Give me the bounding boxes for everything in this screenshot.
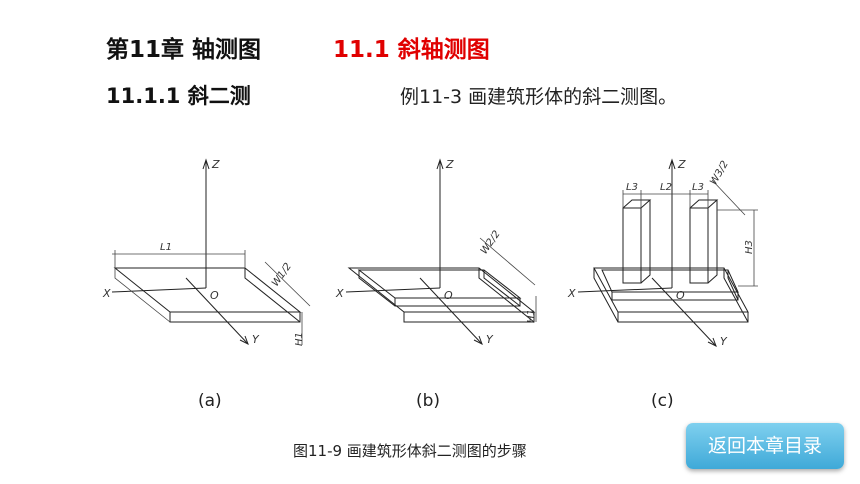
figure-c: Z X Y O L3 L2 L3 W3/2 H3 [567,158,758,348]
figure-label-a: (a) [198,391,222,411]
figure-label-c: (c) [651,391,674,411]
section-title: 11.1 斜轴测图 [333,37,490,63]
example-text: 例11-3 画建筑形体的斜二测图。 [400,86,678,108]
slab-a [113,267,302,323]
dim-w2-b: W2/2 [479,229,503,257]
dim-w3-c: W3/2 [708,159,731,187]
chapter-title: 第11章 轴测图 [106,37,262,63]
dim-h3-c: H3 [744,240,755,254]
dim-h1-a: H1 [294,332,305,346]
z-label-c: Z [677,158,686,171]
figure-caption: 图11-9 画建筑形体斜二测图的步骤 [293,442,527,460]
origin-label-c: O [676,289,685,302]
pillar-right-c [689,199,719,284]
platform-b [357,269,522,307]
z-label-b: Z [445,158,454,171]
pillar-left-c [622,199,652,284]
platform-c [601,269,739,301]
dim-l1-a: L1 [160,242,172,253]
dim-l3-right-c: L3 [692,182,704,193]
dim-w1-a: W1/2 [270,261,294,289]
origin-label-b: O [444,289,453,302]
dim-h1-b: H1 [526,309,537,323]
z-label-a: Z [211,158,220,171]
figure-b: Z X Y O W2/2 H1 [335,158,537,346]
slab-c [593,267,749,323]
x-axis-a [111,287,207,293]
x-axis-c [577,287,673,293]
figure-a: Z X Y O L1 W1/2 H1 [102,158,311,346]
figure-label-b: (b) [416,391,441,411]
x-label-b: X [335,287,344,300]
y-label-a: Y [252,333,260,346]
back-to-contents-button[interactable]: 返回本章目录 [686,423,844,469]
x-label-c: X [567,287,576,300]
y-axis-a [185,277,249,345]
dim-l2-c: L2 [660,182,672,193]
y-label-c: Y [720,335,728,348]
y-axis-b [419,277,483,345]
slab-b [347,267,536,323]
y-label-b: Y [486,333,494,346]
origin-label-a: O [210,289,219,302]
dim-l3-left-c: L3 [626,182,638,193]
subsection-title: 11.1.1 斜二测 [106,84,251,108]
x-label-a: X [102,287,111,300]
x-axis-b [345,287,441,293]
